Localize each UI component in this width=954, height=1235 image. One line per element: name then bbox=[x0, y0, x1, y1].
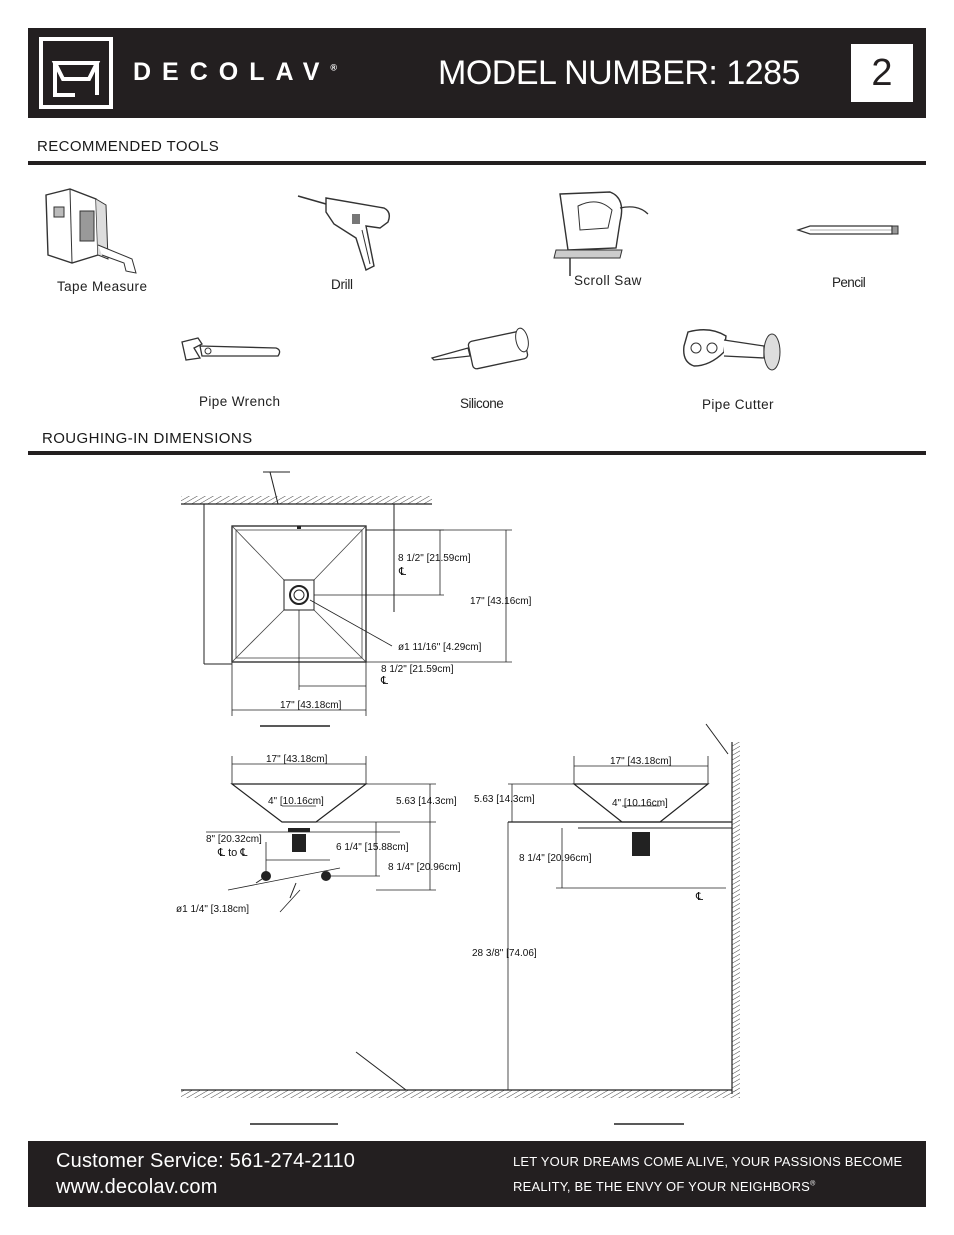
dim-drain-diameter: ø1 11/16" [4.29cm] bbox=[398, 642, 482, 653]
pipe-wrench-icon bbox=[181, 337, 281, 361]
drill-icon bbox=[297, 195, 391, 271]
dim-side-width: 17" [43.18cm] bbox=[610, 756, 672, 767]
tagline-line-1: LET YOUR DREAMS COME ALIVE, YOUR PASSION… bbox=[513, 1154, 903, 1169]
dim-side-drain-height: 8 1/4" [20.96cm] bbox=[519, 853, 592, 864]
dim-front-width: 17" [43.18cm] bbox=[266, 754, 328, 765]
dim-front-supply-diameter: ø1 1/4" [3.18cm] bbox=[176, 904, 249, 915]
roughing-in-diagram: 8 1/2" [21.59cm] ℄ 17" [43.16cm] ø1 11/1… bbox=[176, 471, 740, 1125]
tool-label-pipe-cutter: Pipe Cutter bbox=[702, 397, 774, 412]
tool-label-drill: Drill bbox=[331, 277, 353, 292]
section-divider bbox=[28, 161, 926, 165]
header-bar: DECOLAV® MODEL NUMBER: 1285 2 bbox=[28, 28, 926, 118]
silicone-icon bbox=[430, 327, 529, 370]
brand-name: DECOLAV® bbox=[133, 58, 338, 86]
roughing-section-title: ROUGHING-IN DIMENSIONS bbox=[42, 430, 253, 447]
floor-line bbox=[181, 1051, 740, 1125]
dim-top-length: 17" [43.16cm] bbox=[470, 596, 532, 607]
model-title: MODEL NUMBER: 1285 bbox=[438, 54, 800, 92]
tagline-line-2: REALITY, BE THE ENVY OF YOUR NEIGHBORS® bbox=[513, 1179, 816, 1194]
side-view: 17" [43.18cm] 4" [10.16cm] 5.63 [14.3cm]… bbox=[472, 723, 740, 1125]
tool-label-tape-measure: Tape Measure bbox=[57, 279, 148, 294]
tools-section-title: RECOMMENDED TOOLS bbox=[37, 138, 220, 155]
dim-side-counter-height: 28 3/8" [74.06] bbox=[472, 948, 537, 959]
dim-front-spacing: 8" [20.32cm] bbox=[206, 834, 262, 845]
dim-top-depth: 8 1/2" [21.59cm] bbox=[398, 553, 471, 564]
scroll-saw-icon bbox=[553, 191, 649, 276]
dim-side-drain: 4" [10.16cm] bbox=[612, 798, 668, 809]
dim-front-height: 5.63 [14.3cm] bbox=[396, 796, 457, 807]
decolav-logo-icon bbox=[39, 37, 113, 109]
pipe-cutter-icon bbox=[683, 329, 781, 371]
centerline-spacing: ℄ to ℄ bbox=[217, 847, 247, 859]
dim-side-height: 5.63 [14.3cm] bbox=[474, 794, 535, 805]
centerline-mark: ℄ bbox=[380, 675, 388, 687]
dim-front-drain: 4" [10.16cm] bbox=[268, 796, 324, 807]
page-number: 2 bbox=[851, 44, 913, 102]
front-view: 17" [43.18cm] 4" [10.16cm] 5.63 [14.3cm]… bbox=[176, 754, 461, 915]
customer-service-phone: Customer Service: 561-274-2110 bbox=[56, 1150, 356, 1172]
footer-bar: Customer Service: 561-274-2110 www.decol… bbox=[28, 1141, 926, 1207]
tape-measure-icon bbox=[45, 188, 137, 274]
dim-front-supply: 6 1/4" [15.88cm] bbox=[336, 842, 409, 853]
pencil-icon bbox=[796, 225, 899, 235]
dim-top-width: 17" [43.18cm] bbox=[280, 700, 342, 711]
tool-label-pipe-wrench: Pipe Wrench bbox=[199, 394, 281, 409]
dim-front-drain-height: 8 1/4" [20.96cm] bbox=[388, 862, 461, 873]
tool-label-scroll-saw: Scroll Saw bbox=[574, 273, 642, 288]
top-view: 8 1/2" [21.59cm] ℄ 17" [43.16cm] ø1 11/1… bbox=[181, 471, 532, 727]
tool-label-silicone: Silicone bbox=[460, 396, 504, 411]
tool-label-pencil: Pencil bbox=[832, 275, 866, 290]
dim-top-offset: 8 1/2" [21.59cm] bbox=[381, 664, 454, 675]
centerline-mark: ℄ bbox=[398, 566, 406, 578]
centerline-mark: ℄ bbox=[695, 891, 703, 903]
website-link[interactable]: www.decolav.com bbox=[56, 1176, 218, 1198]
section-divider bbox=[28, 451, 926, 455]
